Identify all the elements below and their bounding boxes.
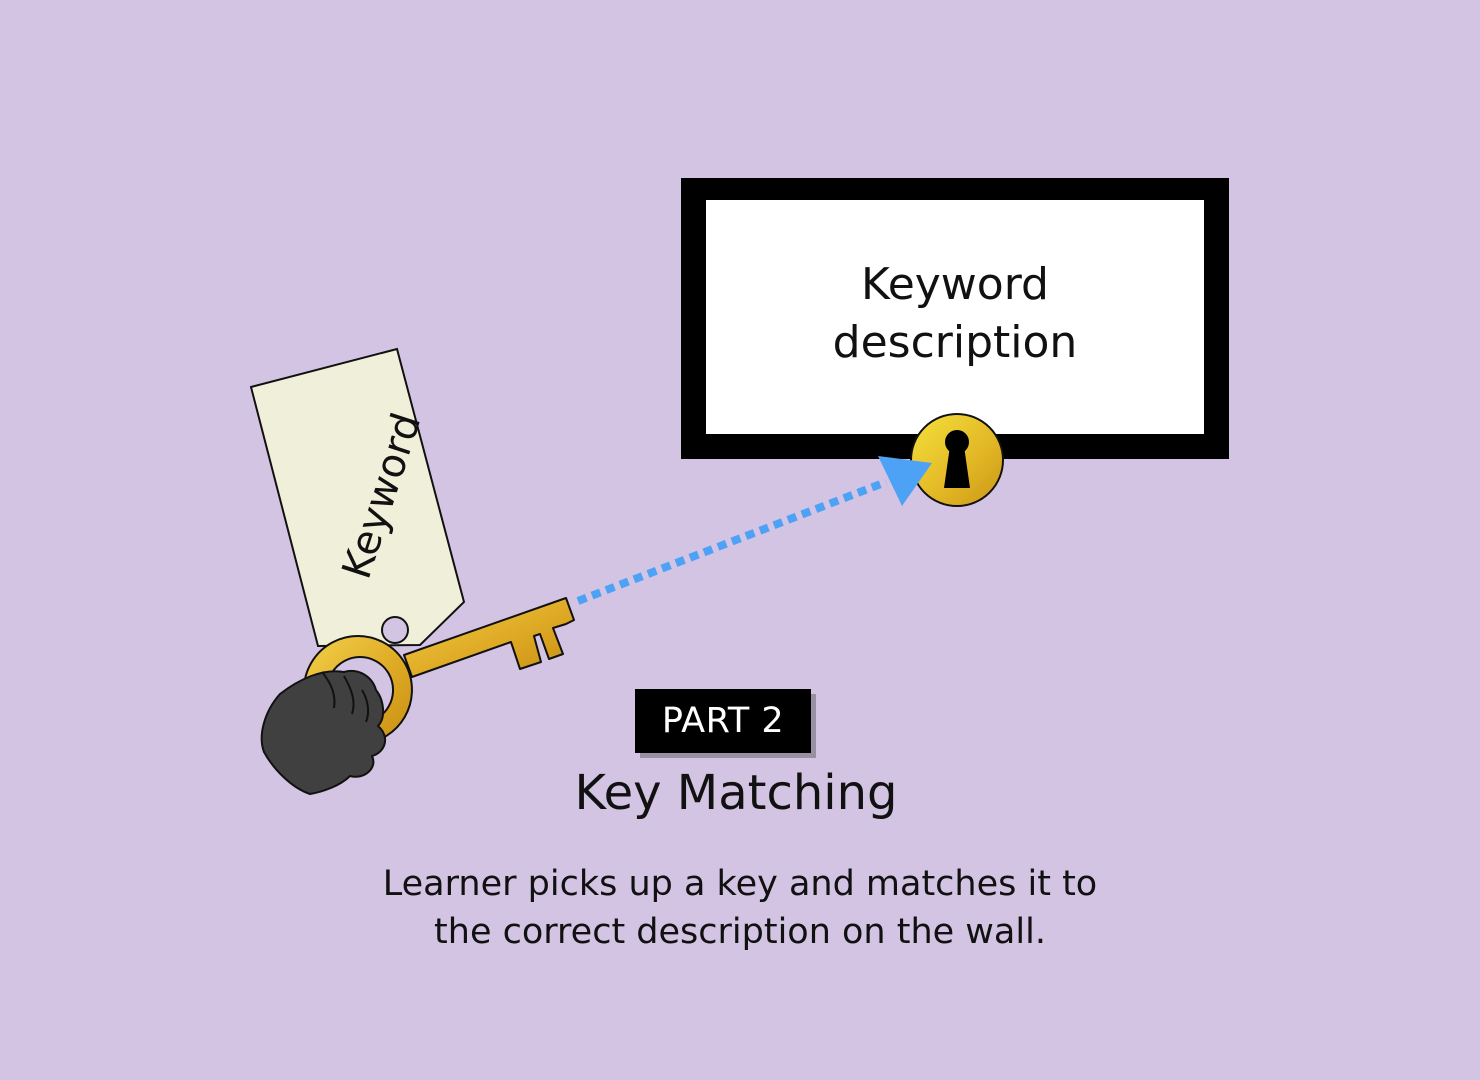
wall-card-text: Keyword description (706, 200, 1204, 434)
dotted-arrow-icon (576, 456, 932, 605)
page-title: Key Matching (574, 765, 898, 821)
description-line-1: Learner picks up a key and matches it to (382, 864, 1098, 904)
wall-card-line-2: description (832, 317, 1078, 368)
key-tag[interactable] (249, 347, 466, 648)
keyhole-icon[interactable] (910, 413, 1004, 507)
wall-card-frame (681, 178, 1229, 459)
part-badge: PART 2 (635, 689, 811, 753)
description: Learner picks up a key and matches it to… (300, 860, 1180, 956)
hand-icon (260, 670, 387, 795)
wall-card-line-1: Keyword (861, 259, 1049, 310)
description-line-2: the correct description on the wall. (434, 912, 1046, 952)
